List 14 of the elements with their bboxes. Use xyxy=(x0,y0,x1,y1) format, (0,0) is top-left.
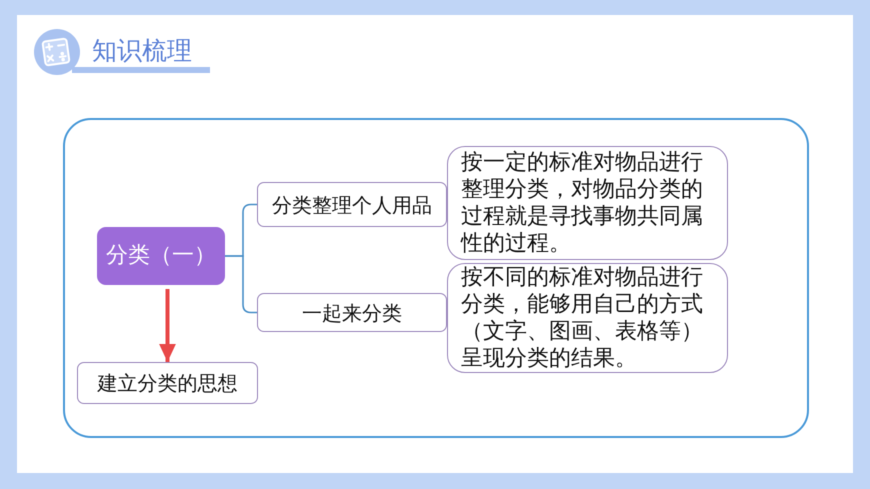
root-topic-box xyxy=(97,227,225,285)
description-box xyxy=(447,263,728,373)
topic-label: 一起来分类 xyxy=(302,300,402,326)
description-text: 按不同的标准对物品进行分类，能够用自己的方式（文字、图画、表格等）呈现分类的结果。 xyxy=(461,264,704,372)
description-box xyxy=(447,146,728,260)
arrow xyxy=(159,289,176,362)
topic-box xyxy=(257,293,447,332)
topic-label: 建立分类的思想 xyxy=(98,370,238,396)
topic-label: 分类整理个人用品 xyxy=(272,192,432,218)
topic-box xyxy=(77,362,258,404)
description-text: 按一定的标准对物品进行整理分类，对物品分类的过程就是寻找事物共同属性的过程。 xyxy=(461,149,704,257)
topic-box xyxy=(257,182,447,227)
topic-label: 分类（一） xyxy=(106,242,216,270)
title: 知识梳理 xyxy=(92,36,192,66)
